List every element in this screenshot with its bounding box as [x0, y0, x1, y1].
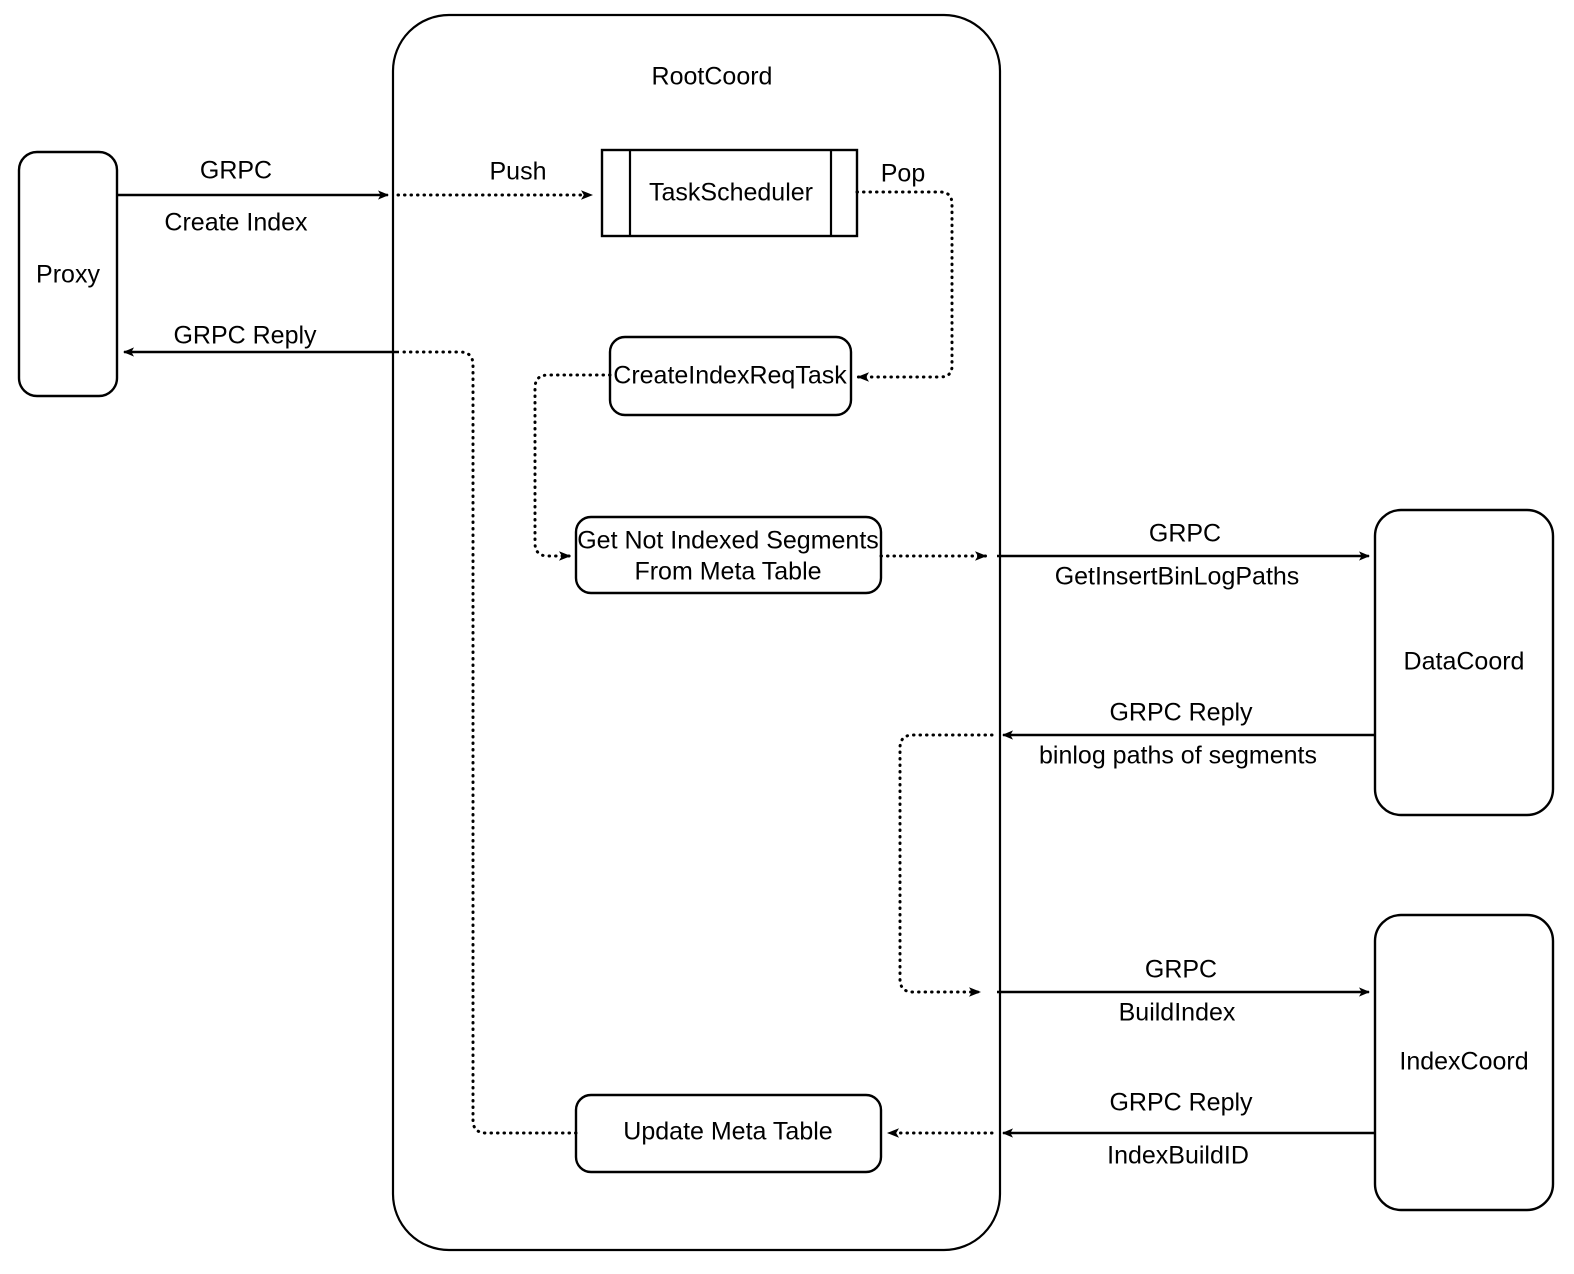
create-index-req-task-label: CreateIndexReqTask — [613, 362, 847, 390]
update-meta-table-label: Update Meta Table — [623, 1118, 832, 1146]
edge-label-grpc-reply-proxy: GRPC Reply — [173, 322, 317, 350]
edge-label-grpc-create-index-line2: Create Index — [164, 209, 308, 237]
edge-label-pop: Pop — [881, 160, 925, 188]
edge-label-datacoord-reply-line1: GRPC Reply — [1109, 699, 1253, 727]
edge-binlog-to-buildindex-loop — [898, 733, 994, 997]
edge-task-to-get-segments — [533, 373, 612, 561]
edge-label-indexcoord-reply-line1: GRPC Reply — [1109, 1089, 1253, 1117]
proxy-label: Proxy — [36, 261, 100, 289]
datacoord-node[interactable] — [1373, 508, 1555, 817]
edge-label-grpc-create-index-line1: GRPC — [200, 157, 272, 185]
edge-update-meta-to-grpc-reply — [402, 350, 578, 1135]
edge-label-datacoord-reply-line2: binlog paths of segments — [1039, 742, 1317, 770]
get-not-indexed-segments-label-line2: From Meta Table — [634, 558, 821, 586]
task-scheduler-label: TaskScheduler — [649, 179, 813, 207]
rootcoord-container — [391, 13, 1002, 1252]
edge-pop-to-task — [855, 190, 954, 382]
edge-label-getinsertbinlogpaths-line1: GRPC — [1149, 520, 1221, 548]
edge-label-push: Push — [490, 158, 547, 186]
indexcoord-label: IndexCoord — [1399, 1048, 1528, 1076]
edge-label-buildindex-line1: GRPC — [1145, 956, 1217, 984]
rootcoord-title: RootCoord — [652, 63, 773, 91]
edge-label-buildindex-line2: BuildIndex — [1119, 999, 1236, 1027]
proxy-node[interactable] — [17, 150, 119, 398]
datacoord-label: DataCoord — [1404, 648, 1525, 676]
indexcoord-node[interactable] — [1373, 913, 1555, 1212]
edge-label-indexcoord-reply-line2: IndexBuildID — [1107, 1142, 1249, 1170]
get-not-indexed-segments-label-line1: Get Not Indexed Segments — [577, 527, 879, 555]
edge-label-getinsertbinlogpaths-line2: GetInsertBinLogPaths — [1055, 563, 1300, 591]
